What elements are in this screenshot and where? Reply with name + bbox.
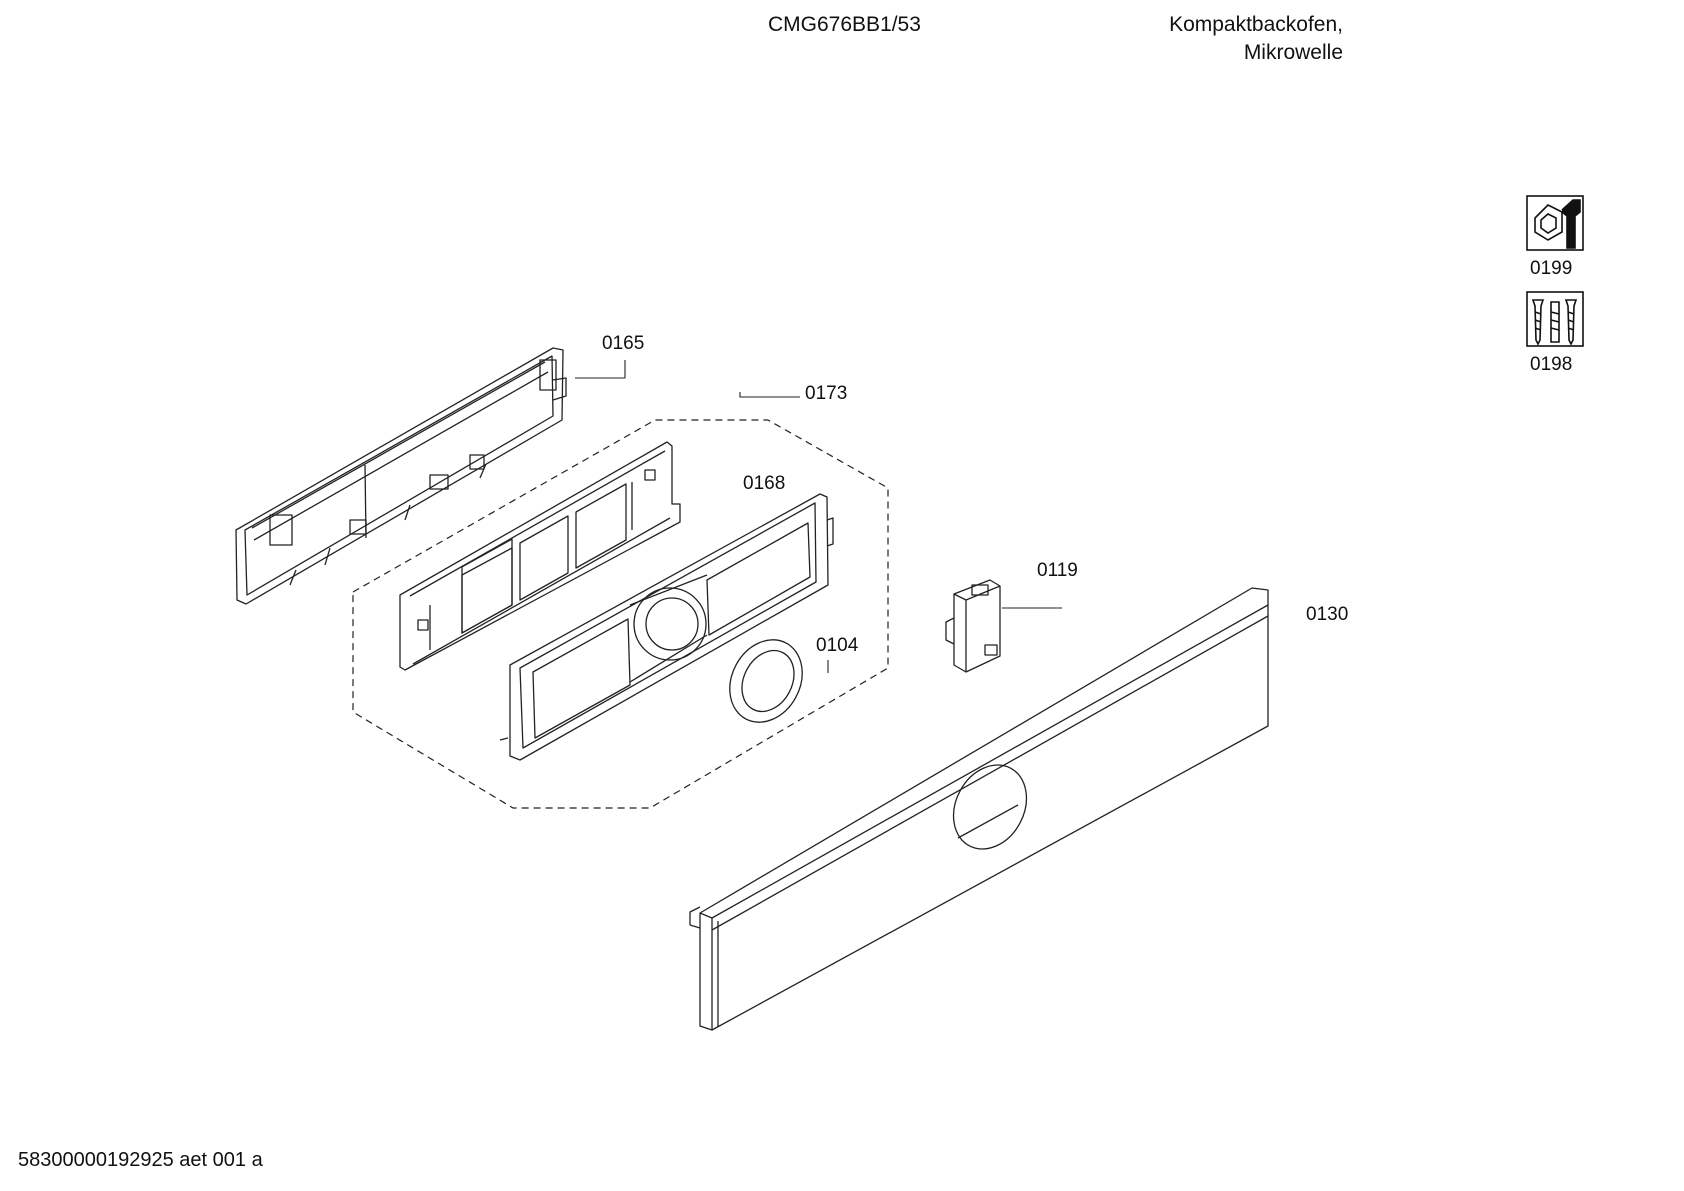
appliance-description-line1: Kompaktbackofen, <box>1169 13 1343 36</box>
part-0119-connector-module[interactable] <box>945 579 1001 673</box>
part-label-0173[interactable]: 0173 <box>805 383 848 404</box>
appliance-description-line2: Mikrowelle <box>1243 41 1343 62</box>
hardware-bag-wrench-icon[interactable] <box>1526 195 1584 251</box>
assembly-0173-outline <box>352 419 889 809</box>
document-id: 58300000192925 aet 001 a <box>18 1149 263 1171</box>
part-label-0199[interactable]: 0199 <box>1530 258 1573 279</box>
part-label-0130[interactable]: 0130 <box>1306 604 1349 625</box>
model-number: CMG676BB1/53 <box>768 13 921 36</box>
part-0130-control-panel[interactable] <box>689 587 1269 1031</box>
part-0165-rear-frame[interactable] <box>235 347 567 605</box>
part-label-0119[interactable]: 0119 <box>1037 560 1078 581</box>
part-0104-ring[interactable] <box>716 627 816 735</box>
part-label-0168[interactable]: 0168 <box>743 473 786 494</box>
part-label-0198[interactable]: 0198 <box>1530 354 1573 375</box>
part-0168-front-frame[interactable] <box>499 493 834 761</box>
part-label-0104[interactable]: 0104 <box>816 635 859 656</box>
leader-lines <box>575 360 1062 673</box>
part-label-0165[interactable]: 0165 <box>602 333 645 354</box>
part-0173-electronic-module[interactable] <box>399 441 681 671</box>
screws-fasteners-icon[interactable] <box>1526 291 1584 347</box>
